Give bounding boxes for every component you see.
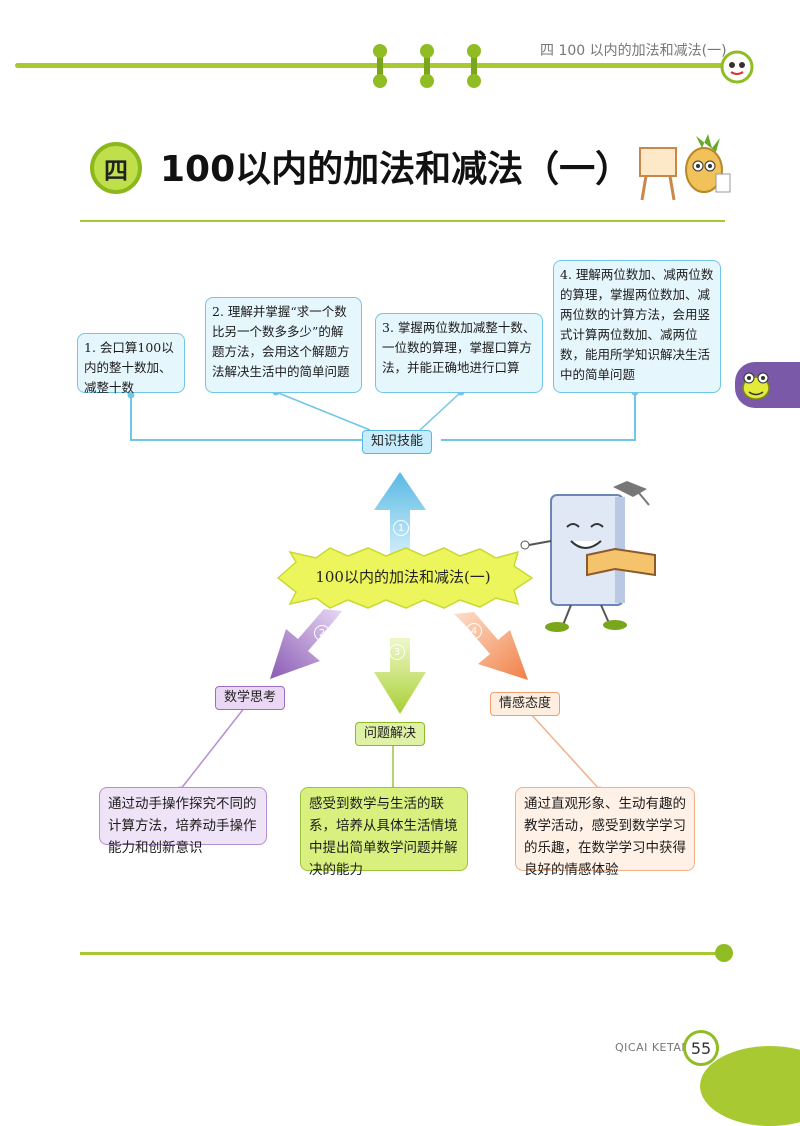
knowledge-item-1: 1. 会口算100以内的整十数加、减整十数	[77, 333, 185, 395]
pineapple-mascot-icon	[639, 134, 731, 201]
footer-dot	[715, 944, 733, 962]
knowledge-item-2: 2. 理解并掌握“求一个数比另一个数多多少”的解题方法，会用这个解题方法解决生活…	[205, 297, 362, 393]
title-rule	[80, 220, 725, 222]
chapter-badge: 四	[90, 142, 142, 194]
arrow-down-icon	[374, 638, 426, 714]
running-head: 四 100 以内的加法和减法(一)	[540, 43, 727, 59]
frog-icon	[742, 372, 770, 400]
problem-description: 感受到数学与生活的联系，培养从具体生活情境中提出简单数学问题并解决的能力	[300, 787, 468, 878]
tag-knowledge-skills: 知识技能	[362, 430, 433, 454]
arrow-number-2: 2	[314, 625, 330, 641]
binder-peg	[467, 44, 481, 88]
page-number: 55	[683, 1030, 719, 1066]
tag-math-thinking: 数学思考	[215, 686, 286, 710]
arrow-down-right-icon	[454, 612, 528, 680]
knowledge-item-4: 4. 理解两位数加、减两位数的算理，掌握两位数加、减两位数的计算方法，会用竖式计…	[553, 260, 721, 393]
footer-rule	[80, 952, 720, 955]
tag-problem-solving: 问题解决	[355, 722, 426, 746]
arrow-number-3: 3	[389, 644, 405, 660]
center-burst-shape	[276, 547, 534, 609]
tag-emotion-attitude: 情感态度	[490, 692, 561, 716]
connector-lines	[127, 388, 639, 794]
arrow-up-icon	[374, 472, 426, 560]
arrow-down-left-icon	[270, 609, 342, 679]
center-topic-label: 100以内的加法和减法(一)	[315, 568, 491, 586]
attitude-description: 通过直观形象、生动有趣的教学活动，感受到数学学习的乐趣，在数学学习中获得良好的情…	[515, 787, 695, 878]
knowledge-item-3: 3. 掌握两位数加减整十数、一位数的算理，掌握口算方法，并能正确地进行口算	[375, 313, 543, 393]
page-title: 100以内的加法和减法（一）	[160, 149, 632, 190]
book-mascot-icon	[520, 481, 656, 632]
mascot-icon	[720, 50, 754, 84]
binder-peg	[420, 44, 434, 88]
brand-label: QICAI KETANG	[615, 1041, 700, 1054]
arrow-number-4: 4	[466, 623, 482, 639]
arrow-number-1: 1	[393, 520, 409, 536]
binder-peg	[373, 44, 387, 88]
thinking-description: 通过动手操作探究不同的计算方法，培养动手操作能力和创新意识	[99, 787, 267, 856]
